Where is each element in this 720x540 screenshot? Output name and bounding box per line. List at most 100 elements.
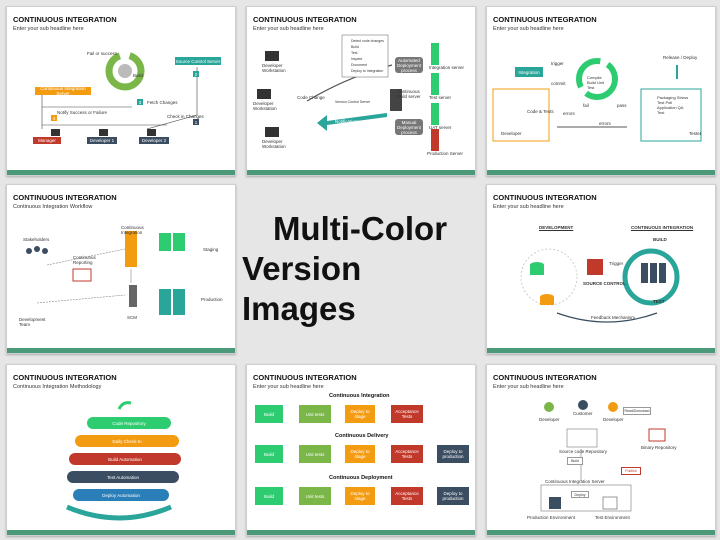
slide-6[interactable]: CONTINUOUS INTEGRATION Continuous Integr… [6,364,236,536]
methodology-diagram [66,401,172,521]
reporting-label: Continuous Reporting [73,255,96,265]
slide-5[interactable]: CONTINUOUS INTEGRATION Enter your sub he… [486,184,716,354]
stakeholders-label: Stakeholders [23,237,50,242]
slide-title: CONTINUOUS INTEGRATION [13,373,117,382]
step-3-badge: 3 [137,99,143,105]
slide-footer [487,530,715,535]
label-notify: Notify Success or Failure [57,110,108,115]
packaging-label: Packaging Stress Test Poll Application Q… [657,95,689,115]
slide-footer [7,170,235,175]
ci-label: Continuous Integration [121,225,144,235]
list-item: Detect code changes [351,39,384,43]
section-cdeploy: Continuous Deployment [329,475,393,481]
slide-subtitle: Continuous Integration Workflow [13,204,93,210]
deploy-badge: Deploy [571,491,589,498]
binary-repo-label: Binary Repository [641,445,677,450]
slide-subtitle: Enter your sub headline here [13,26,84,32]
center-heading: Multi-Color Version Images [242,184,478,354]
staging-label: Staging [203,247,219,252]
list-item: Deploy to Integration [351,69,384,73]
slide-title: CONTINUOUS INTEGRATION [253,373,357,382]
prod-box: Deploy to production [437,487,469,505]
scm-label: SCM [127,315,137,320]
notifications-label: Notifications [335,119,360,124]
slide-title: CONTINUOUS INTEGRATION [13,193,117,202]
test-label: TEST [653,299,665,304]
errors-label: errors [563,111,575,116]
build-badge: Build [567,457,583,465]
integration-server-box: Continuous Integration Server [35,86,91,96]
developer-label: Developer [603,417,624,422]
build-box: Build [255,405,283,423]
errors-label-2: errors [599,121,611,126]
integration-server-label: Integration server [429,65,465,70]
slide-subtitle: Enter your sub headline here [493,204,564,210]
integration-box: Integration [515,67,543,77]
step-2-badge: 2 [193,71,199,77]
ci-pipeline-diagram [257,34,439,151]
test-server-label: Test server [429,95,452,100]
production-server-label: Production Server [427,151,464,156]
ws-label-1: Developer Workstation [262,63,286,73]
slide-title: CONTINUOUS INTEGRATION [253,15,357,24]
slide-footer [487,170,715,175]
slide-3[interactable]: CONTINUOUS INTEGRATION Enter your sub he… [486,6,716,176]
slide-1[interactable]: CONTINUOUS INTEGRATION Enter your sub he… [6,6,236,176]
step-1-badge: 1 [193,119,199,125]
slide-footer [7,530,235,535]
layer-deploy-automation: Deploy Automation [73,489,169,501]
ci-cycle-diagram [41,51,198,136]
layer-daily-checkin: Daily Check-In [75,435,179,447]
ci-loop-diagram [492,58,702,142]
vcs-label: Version Control Server [335,100,371,104]
slide-footer [247,530,475,535]
development-label: DEVELOPMENT [539,225,574,230]
developer-2-box: Developer 2 [139,137,169,144]
test-env-label: Test Environment [595,515,630,520]
slide-title: CONTINUOUS INTEGRATION [493,193,597,202]
commit-label: commit [551,81,566,86]
heading-line-1: Multi-Color [272,210,448,247]
label-fail-success: Fail or success [87,51,118,56]
developer-1-box: Developer 1 [87,137,117,144]
publish-badge: Publish [621,467,641,475]
list-item: Document [351,63,367,67]
workflow-diagram [26,231,185,315]
section-ci: Continuous Integration [329,393,390,399]
accept-box: Acceptance Tests [391,445,423,463]
step-4-badge: 4 [51,115,57,121]
slide-2[interactable]: CONTINUOUS INTEGRATION Enter your sub he… [246,6,476,176]
list-item: Test [351,51,358,55]
manager-box: Manager [33,137,61,144]
developer-label: Developer [539,417,560,422]
label-build: Build [133,73,144,78]
slide-7[interactable]: CONTINUOUS INTEGRATION Enter your sub he… [246,364,476,536]
source-control-label: SOURCE CONTROL [583,281,626,286]
trigger-label: Trigger [609,261,624,266]
slide-8[interactable]: CONTINUOUS INTEGRATION Enter your sub he… [486,364,716,536]
label-checkin: Check in Changes [167,114,204,119]
dev-ci-diagram [520,248,680,323]
build-label: BUILD [653,237,667,242]
layer-test-automation: Test Automation [67,471,179,483]
slide-subtitle: Enter your sub headline here [253,384,324,390]
ci-label: CONTINUOUS INTEGRATION [631,225,694,230]
layer-build-automation: Build Automation [69,453,181,465]
slide-subtitle: Enter your sub headline here [493,26,564,32]
developer-label: Developer [501,131,522,136]
accept-box: Acceptance Tests [391,405,423,423]
pass-label: pass [617,103,627,108]
auto-deploy-box: Automated Deployment process [395,57,423,73]
read-download-badge: Read/Download [623,407,651,415]
ws-label-2: Developer Workstation [253,101,277,111]
section-cd: Continuous Delivery [335,433,389,439]
list-item: Build [351,45,359,49]
slide-4[interactable]: CONTINUOUS INTEGRATION Continuous Integr… [6,184,236,354]
slide-subtitle: Enter your sub headline here [253,26,324,32]
unit-box: Unit tests [299,405,331,423]
slide-footer [7,348,235,353]
ci-server-diagram [540,400,666,512]
slide-subtitle: Continuous Integration Methodology [13,384,102,390]
prod-env-label: Production Environment [527,515,576,520]
heading-line-2: Version Images [242,250,362,327]
